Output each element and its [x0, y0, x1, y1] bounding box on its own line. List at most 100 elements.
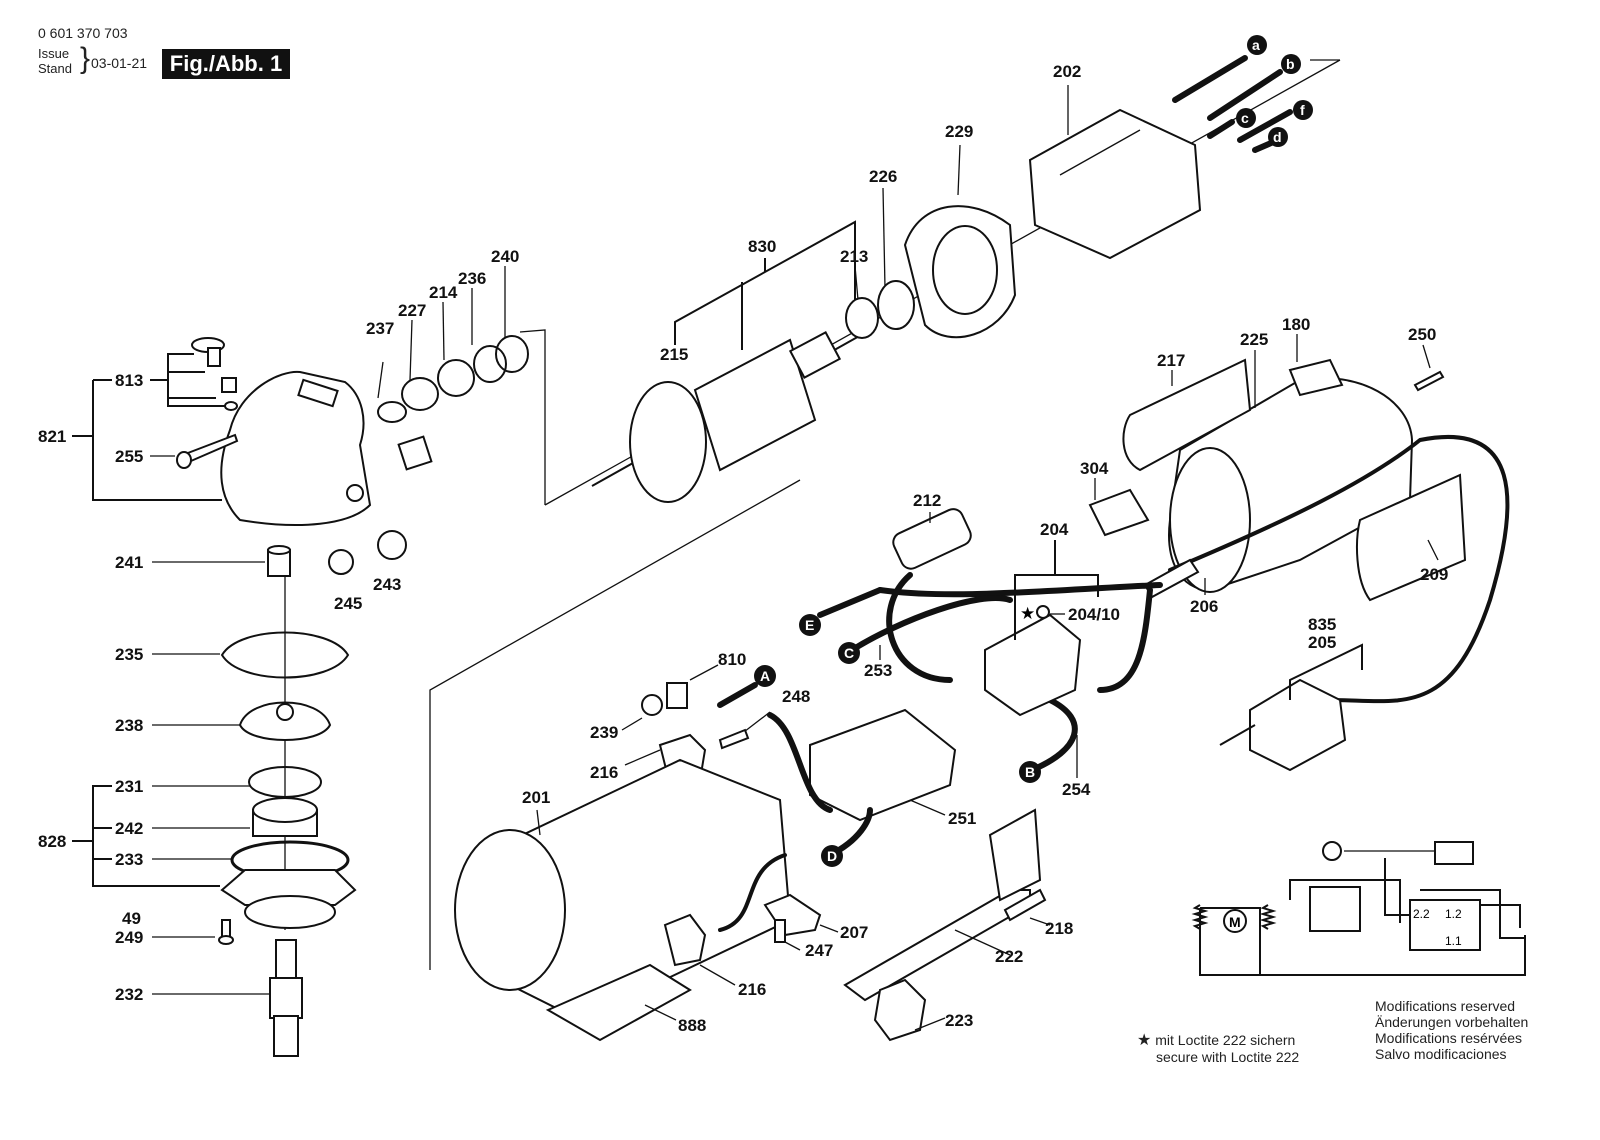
label-227: 227	[398, 301, 426, 320]
label-213: 213	[840, 247, 868, 266]
lead-b	[1207, 69, 1283, 121]
bearing-flange	[220, 869, 357, 906]
ring-240	[495, 335, 529, 373]
label-216b: 216	[738, 980, 766, 999]
callout-C: C	[838, 642, 860, 664]
label-236: 236	[458, 269, 486, 288]
callout-f: f	[1293, 100, 1313, 120]
terminal-1-2: 1.2	[1445, 907, 1462, 921]
issue-label-de: Stand	[38, 61, 72, 76]
brush-holder-216b	[663, 913, 707, 967]
label-207: 207	[840, 923, 868, 942]
star-204-10: ★	[1020, 604, 1035, 623]
label-214: 214	[429, 283, 458, 302]
nut-245	[328, 549, 354, 575]
label-251: 251	[948, 809, 976, 828]
leader-810	[689, 664, 719, 681]
label-235: 235	[115, 645, 143, 664]
svg-text:D: D	[827, 848, 837, 864]
housing-boss	[346, 484, 364, 502]
leader-218	[1029, 917, 1051, 926]
mods-en: Modifications reserved	[1375, 998, 1516, 1014]
label-212: 212	[913, 491, 941, 510]
leader-213	[854, 265, 859, 301]
switch-204	[984, 613, 1082, 717]
label-229: 229	[945, 122, 973, 141]
screw-204-10	[1036, 605, 1050, 619]
gear-housing	[220, 370, 372, 526]
label-216a: 216	[590, 763, 618, 782]
cable-248	[767, 712, 833, 813]
lead-c	[1207, 119, 1235, 139]
label-253: 253	[864, 661, 892, 680]
label-238: 238	[115, 716, 143, 735]
terminal-2-2: 2.2	[1413, 907, 1430, 921]
label-209	[1356, 473, 1467, 602]
label-821: 821	[38, 427, 66, 446]
label-888: 888	[678, 1016, 706, 1035]
spring-239	[641, 694, 663, 716]
spindle-body	[269, 977, 303, 1019]
star-icon: ★	[1137, 1032, 1152, 1049]
callout-c: c	[1236, 108, 1256, 128]
plug-205	[1249, 678, 1347, 772]
issue-brace: }	[80, 42, 91, 75]
leader-250	[1422, 344, 1431, 369]
cable-switch-right	[1097, 587, 1153, 693]
label-222: 222	[995, 947, 1023, 966]
figure-label: Fig./Abb. 1	[162, 49, 290, 79]
wire-callouts: a b c f d A B C D E	[754, 35, 1313, 867]
armature-commutator	[788, 331, 842, 379]
bearing-top	[252, 797, 318, 823]
label-243: 243	[373, 575, 401, 594]
plug-pin	[1219, 724, 1256, 746]
switch-rod-222	[843, 889, 1031, 1002]
label-241: 241	[115, 553, 143, 572]
label-233: 233	[115, 850, 143, 869]
spring-813	[221, 377, 237, 393]
schem-wire-1	[1199, 908, 1526, 976]
callout-b: b	[1281, 54, 1301, 74]
label-888	[545, 963, 692, 1042]
label-304	[1088, 488, 1150, 537]
ring-813	[224, 401, 238, 411]
label-180	[1288, 358, 1344, 397]
label-205: 205	[1308, 633, 1336, 652]
label-810: 810	[718, 650, 746, 669]
label-237: 237	[366, 319, 394, 338]
loctite-de: mit Loctite 222 sichern	[1155, 1032, 1296, 1048]
label-247: 247	[805, 941, 833, 960]
terminal-1-1: 1.1	[1445, 934, 1462, 948]
svg-text:E: E	[805, 617, 814, 633]
schem-wire-4	[1384, 858, 1410, 916]
wiring-schematic	[1191, 841, 1526, 976]
bushing-top	[267, 545, 291, 555]
motor-label: M	[1229, 914, 1241, 930]
label-245: 245	[334, 594, 362, 613]
housing-opening	[1169, 447, 1251, 593]
leader-247	[784, 941, 801, 951]
leader-227	[409, 319, 413, 381]
ring-227	[401, 377, 439, 411]
group-frame-bottom	[429, 479, 801, 970]
lead-f	[1237, 109, 1293, 143]
svg-text:B: B	[1025, 764, 1035, 780]
label-204-10: 204/10	[1068, 605, 1120, 624]
label-248: 248	[782, 687, 810, 706]
carbon-brush-810	[666, 682, 688, 709]
bearing-213	[845, 297, 879, 339]
electronic-module-251	[809, 708, 957, 822]
housing-window	[297, 378, 339, 408]
label-201: 201	[522, 788, 550, 807]
screw-head-255	[176, 451, 192, 469]
schem-block-top	[1434, 841, 1474, 865]
modifications-note: Modifications reserved Änderungen vorbeh…	[1375, 998, 1528, 1062]
label-209: 209	[1420, 565, 1448, 584]
label-239: 239	[590, 723, 618, 742]
label-217	[1122, 358, 1252, 472]
screw-248	[718, 728, 750, 750]
leader-229	[957, 144, 961, 196]
issue-label: Issue Stand	[38, 46, 72, 76]
callout-a: a	[1247, 35, 1267, 55]
svg-text:c: c	[1241, 110, 1249, 126]
